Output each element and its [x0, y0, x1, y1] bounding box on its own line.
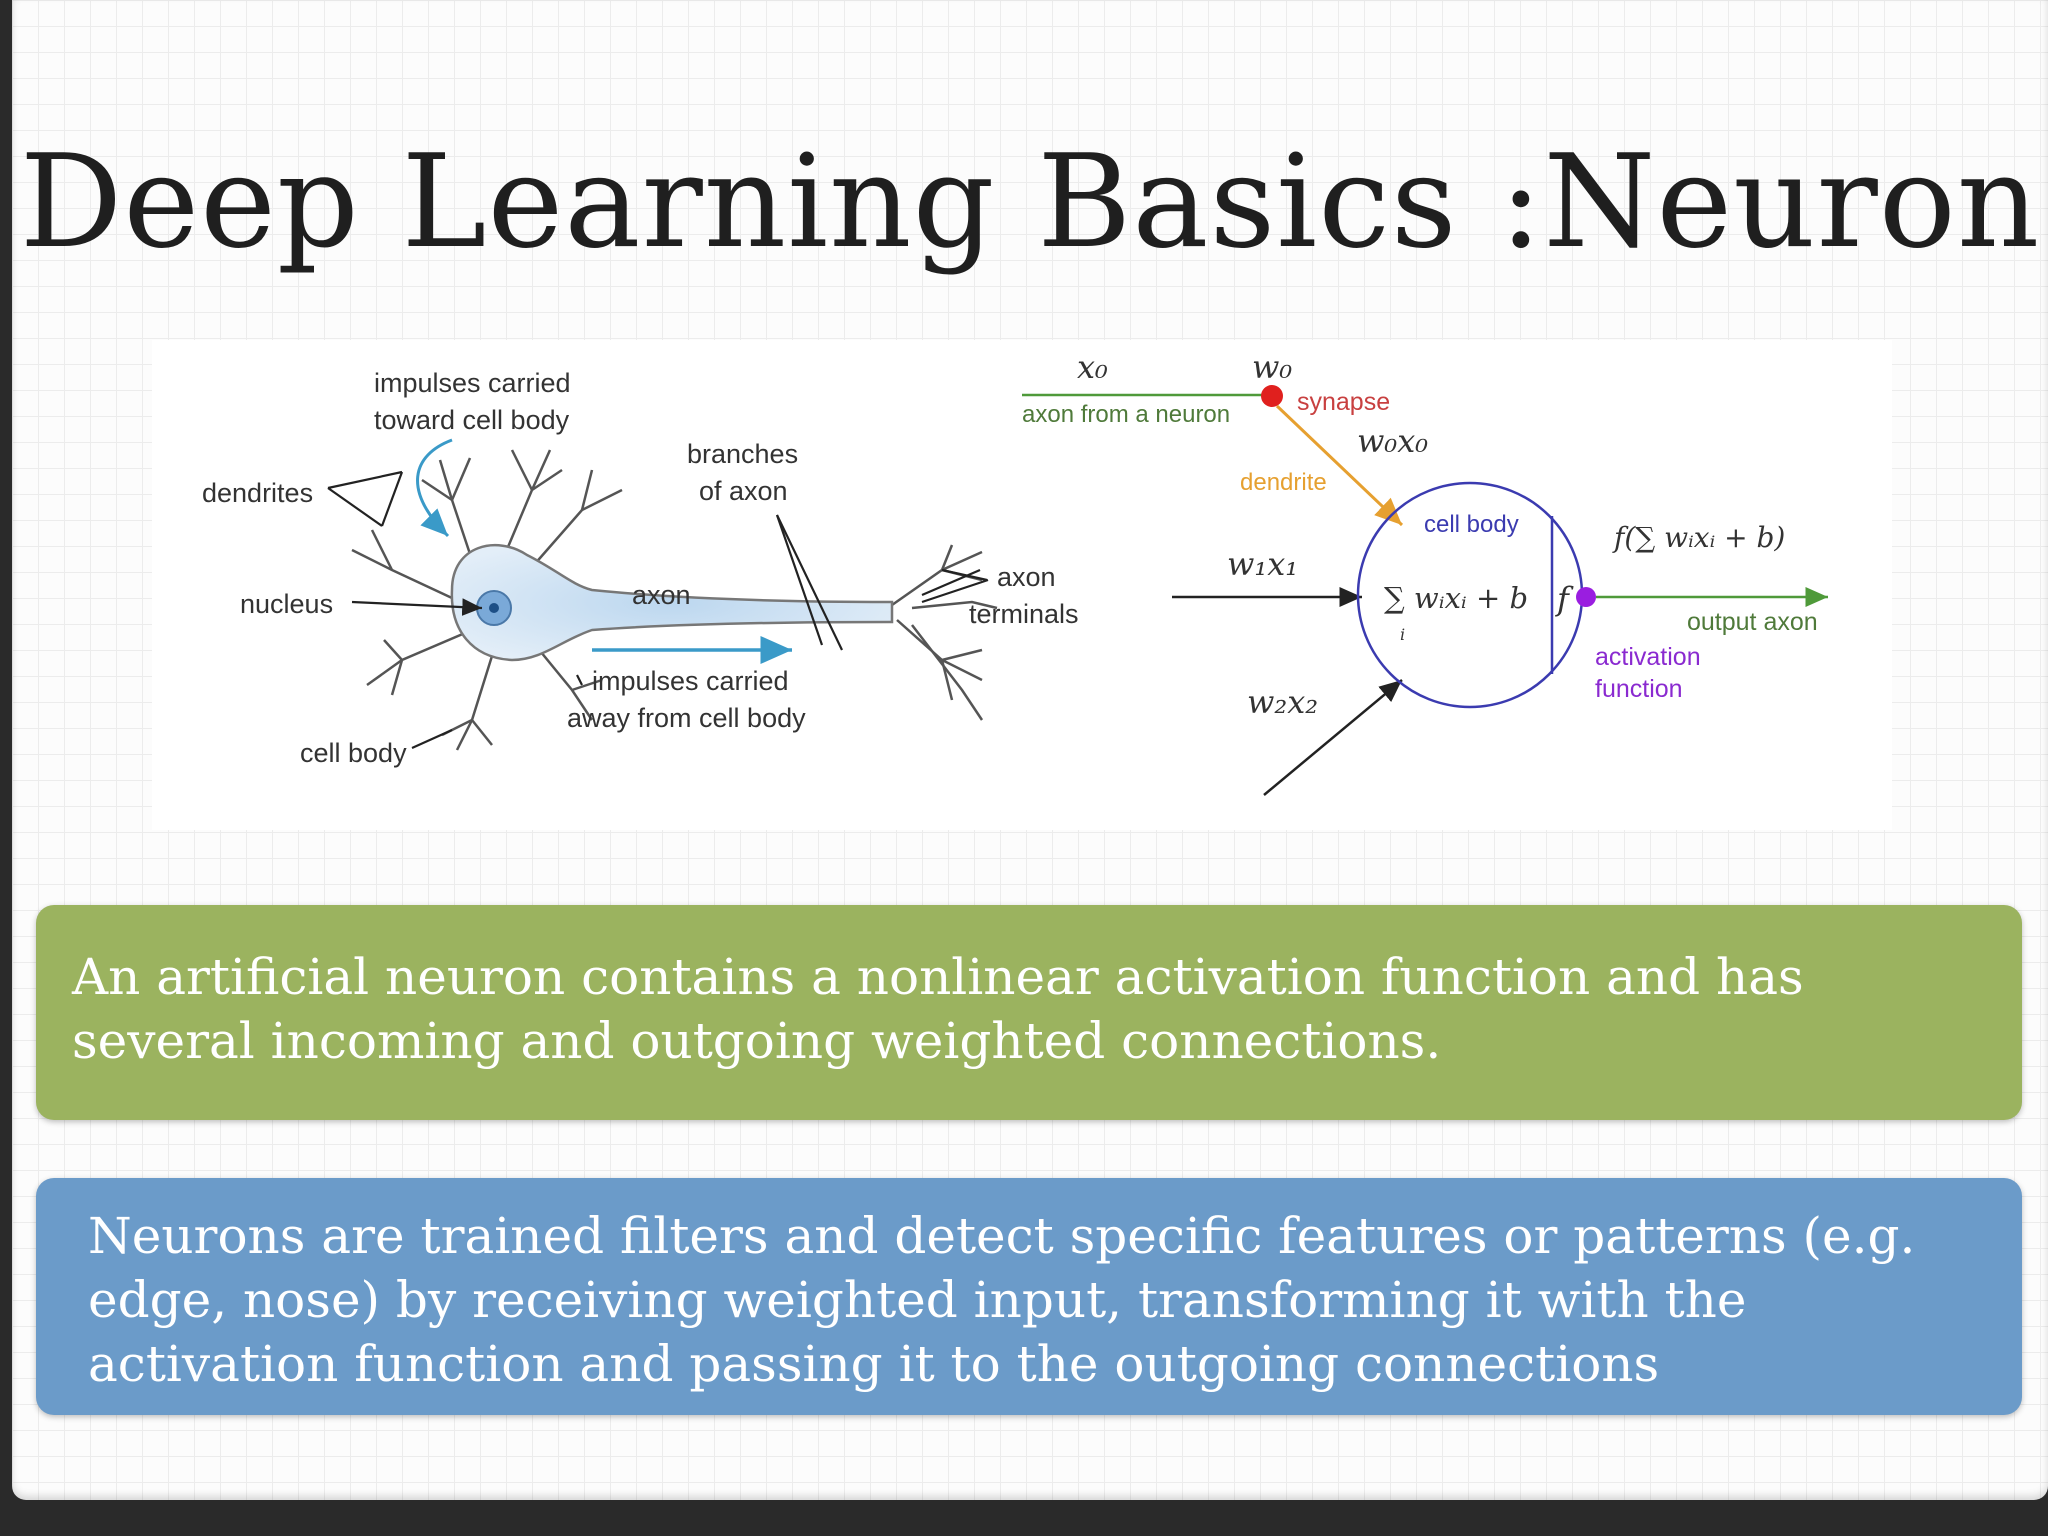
label-w2x2: w₂x₂ [1247, 683, 1318, 721]
slide: Deep Learning Basics :Neuron [12, 0, 2048, 1500]
label-f: f [1555, 580, 1574, 618]
slide-title: Deep Learning Basics :Neuron [19, 128, 2041, 277]
callout-blue: Neurons are trained filters and detect s… [36, 1178, 2022, 1415]
callout-green: An artificial neuron contains a nonlinea… [36, 905, 2022, 1120]
callout-blue-text: Neurons are trained filters and detect s… [88, 1207, 1916, 1393]
label-axon-terminals-1: axon [997, 562, 1056, 592]
nucleus-core [489, 603, 499, 613]
label-nucleus: nucleus [240, 589, 333, 619]
label-x0: x₀ [1077, 348, 1108, 386]
label-impulses-out-1: impulses carried [592, 666, 789, 696]
label-impulses-in-1: impulses carried [374, 368, 571, 398]
dendrite-line [1275, 404, 1404, 527]
neuron-diagram: impulses carried toward cell body branch… [202, 348, 1828, 796]
label-w0x0: w₀x₀ [1357, 422, 1428, 460]
label-w0: w₀ [1252, 348, 1292, 386]
label-sum-expr: ∑ wᵢxᵢ + b [1384, 581, 1528, 615]
synapse-dot [1261, 385, 1283, 407]
label-cell-body-art: cell body [1424, 511, 1519, 538]
label-activation-expr: f(∑ wᵢxᵢ + b) [1612, 521, 1785, 554]
bio-pointer-lines [327, 470, 989, 750]
activation-dot [1576, 587, 1596, 607]
label-branches-2: of axon [699, 476, 788, 506]
dendrites-drawing [351, 449, 998, 751]
input-w2x2-arrow [1263, 679, 1403, 796]
label-impulses-out-2: away from cell body [567, 703, 806, 733]
label-sum-index: i [1400, 625, 1405, 644]
label-dendrite: dendrite [1240, 469, 1327, 496]
label-synapse: synapse [1297, 388, 1390, 416]
label-cell-body-bio: cell body [300, 738, 407, 768]
cell-body-shape [450, 543, 894, 662]
label-activation-2: function [1595, 675, 1683, 703]
biological-neuron: impulses carried toward cell body branch… [202, 368, 1079, 768]
label-impulses-in-2: toward cell body [374, 405, 570, 435]
label-axon-from-neuron: axon from a neuron [1022, 401, 1230, 428]
label-axon-terminals-2: terminals [969, 599, 1079, 629]
diagram-panel: impulses carried toward cell body branch… [152, 340, 1892, 830]
label-axon: axon [632, 580, 691, 610]
label-w1x1: w₁x₁ [1227, 545, 1298, 583]
label-dendrites: dendrites [202, 478, 313, 508]
artificial-neuron: x₀ w₀ synapse axon from a neuron w₀x₀ de… [1022, 348, 1828, 796]
callout-green-text: An artificial neuron contains a nonlinea… [72, 948, 1804, 1070]
label-output-axon: output axon [1687, 608, 1818, 636]
label-activation-1: activation [1595, 643, 1701, 671]
impulse-in-arrow [416, 438, 453, 538]
label-branches-1: branches [687, 439, 798, 469]
